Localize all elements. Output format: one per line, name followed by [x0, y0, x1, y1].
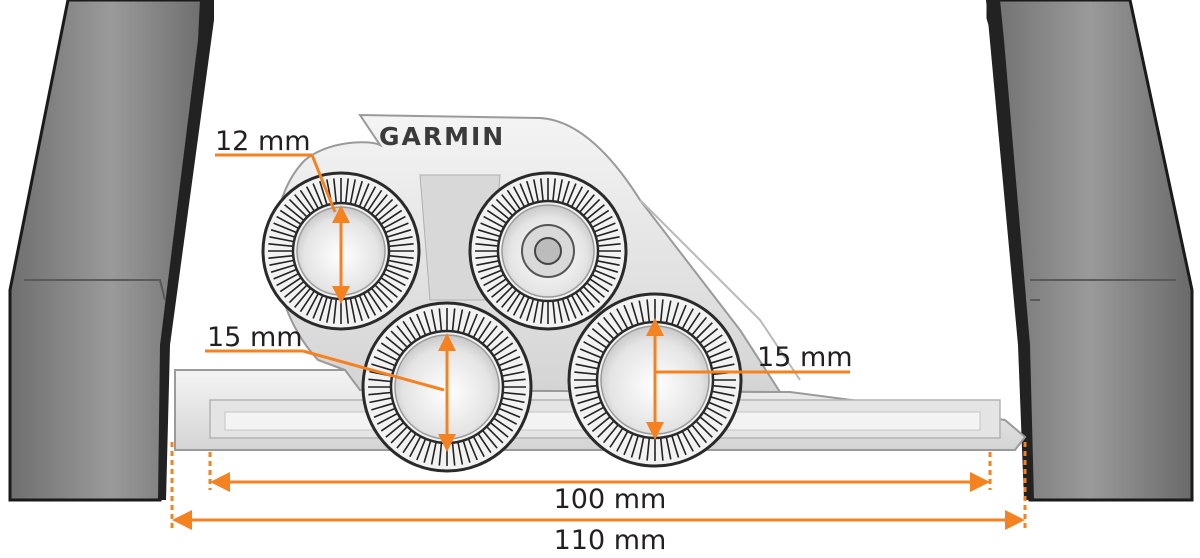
arrowhead-110mm-right: [1005, 510, 1025, 530]
arrowhead-110mm-left: [172, 510, 192, 530]
label-12mm: 12 mm: [215, 126, 311, 157]
label-15mm-left: 15 mm: [207, 322, 303, 353]
arrowhead-100mm-right: [970, 472, 990, 492]
arrowhead-15mm-left-bottom: [438, 434, 456, 452]
dimension-arrowheads: [172, 205, 1025, 530]
arrowhead-100mm-left: [210, 472, 230, 492]
dimension-lines: [170, 153, 1027, 528]
leader-15mm-left-diag: [302, 349, 445, 392]
label-15mm-right: 15 mm: [757, 342, 853, 373]
arrowhead-15mm-right-top: [646, 318, 664, 336]
tube-holes: [261, 171, 743, 473]
tube-top-right: [468, 171, 628, 331]
left-rail: [8, 0, 214, 502]
arrowhead-12mm-bottom: [332, 286, 350, 304]
arrowhead-15mm-left-top: [438, 333, 456, 351]
leader-12mm-diag: [310, 154, 337, 213]
right-rail: [986, 0, 1194, 502]
label-110mm: 110 mm: [554, 525, 667, 556]
brand-logo-text: GARMIN: [379, 122, 505, 151]
arrowhead-15mm-right-bottom: [646, 422, 664, 440]
label-100mm: 100 mm: [554, 484, 667, 515]
arrowhead-12mm-top: [332, 205, 350, 223]
